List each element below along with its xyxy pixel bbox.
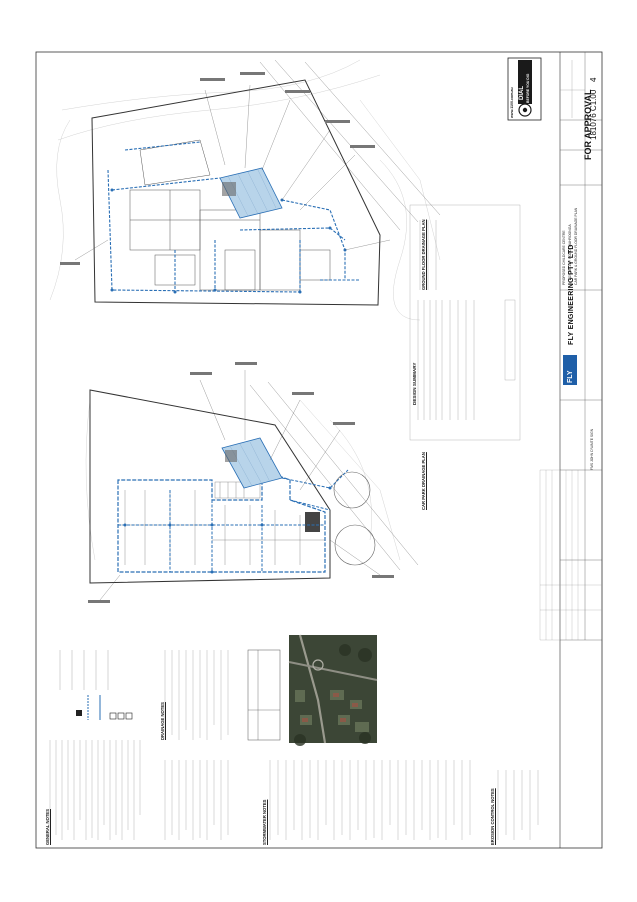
dial-before-you-dig-badge — [507, 57, 542, 121]
legend — [59, 650, 133, 720]
notes-table — [247, 649, 281, 741]
project-line-1: PROPOSED CHILDCARE CENTRE — [562, 230, 566, 285]
ground-floor-plan-title: GROUND FLOOR DRAINAGE PLAN — [421, 219, 426, 291]
car-park-drainage-plan — [85, 362, 419, 603]
company-logo — [563, 355, 577, 385]
ground-floor-drainage-plan — [49, 59, 441, 321]
ground-detention-tank — [219, 167, 283, 219]
drawing-title: CAR PARK & GROUND FLOOR DRAINAGE PLAN — [574, 207, 578, 285]
design-summary-box — [409, 204, 521, 441]
stormwater-notes-heading: STORMWATER NOTES — [262, 799, 267, 845]
ground-site-boundary — [91, 79, 381, 306]
erosion-notes-heading: EROSION CONTROL NOTES — [490, 788, 495, 845]
design-summary-title: DESIGN SUMMARY — [412, 362, 417, 405]
revision-number: 4 — [589, 77, 598, 82]
title-block — [539, 52, 602, 848]
project-line-2: 44 FOX VALLEY ROAD, WAHROONGA — [568, 224, 572, 285]
sheet-border — [35, 51, 603, 849]
car-park-plan-title: CAR PARK DRAINAGE PLAN — [421, 452, 426, 510]
dial-url: www.1100.com.au — [510, 87, 514, 118]
company-logo-text: FLY — [567, 370, 574, 383]
prepared-by: FMS JOHN D'WAITE SIGN — [590, 428, 594, 470]
locality-aerial-image — [288, 634, 378, 746]
carpark-site-boundary — [89, 389, 331, 584]
general-notes-heading: GENERAL NOTES — [45, 809, 50, 845]
dial-label: DIAL — [519, 86, 525, 100]
notes-text-columns — [49, 650, 539, 840]
dial-sublabel: BEFORE YOU DIG — [526, 73, 530, 103]
carpark-basement-outline — [117, 469, 326, 573]
drawing-number: 181076 C1.00 — [589, 89, 598, 140]
drainage-notes-heading: DRAINAGE NOTES — [160, 702, 165, 740]
carpark-detention-tank — [221, 437, 283, 489]
